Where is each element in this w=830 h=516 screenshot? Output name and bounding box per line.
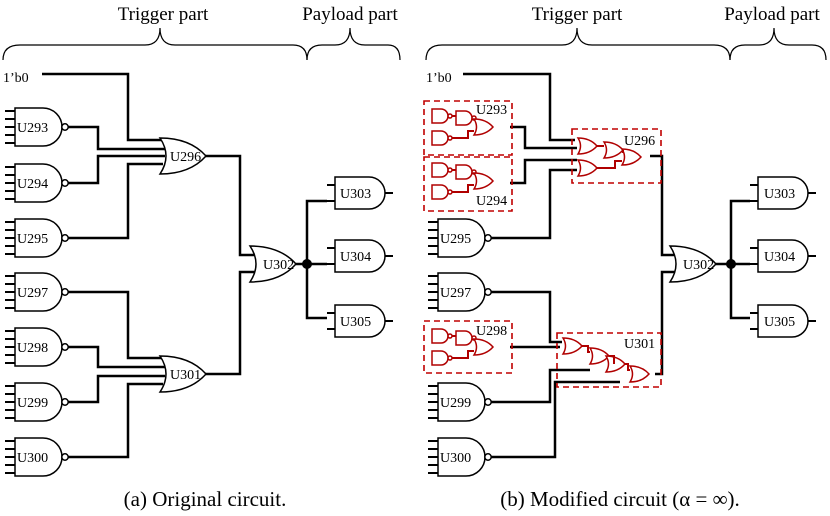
- box-u298: [423, 320, 513, 374]
- u298-decomposed: [431, 328, 494, 366]
- gate-u293-a: U293: [17, 121, 48, 136]
- header-left: Trigger part Payload part: [2, 4, 401, 61]
- payload-part-label-b: Payload part: [724, 4, 820, 25]
- payload-part-label-a: Payload part: [302, 4, 398, 25]
- junction-dot-b: [726, 259, 736, 269]
- gate-u298-b: U298: [476, 324, 507, 339]
- gate-u296-a: U296: [170, 150, 201, 165]
- gate-u300-a: U300: [17, 451, 48, 466]
- const-input-b: 1’b0: [426, 71, 452, 86]
- payload-brace-b: [729, 27, 827, 61]
- panel-a-circuit: 1’b0 U293 U294 U295 U297 U298: [3, 71, 394, 477]
- trigger-brace-a: [2, 27, 308, 61]
- gate-u304-b: U304: [764, 250, 795, 265]
- panel-b-circuit: 1’b0: [423, 71, 817, 477]
- trigger-part-label-b: Trigger part: [532, 4, 623, 25]
- u296-decomposed: [577, 137, 642, 177]
- trigger-brace-b: [425, 27, 731, 61]
- gate-u305-a: U305: [340, 315, 371, 330]
- u301-decomposed: [562, 337, 650, 383]
- gate-u302-a: U302: [263, 258, 294, 273]
- gate-u296-b: U296: [624, 134, 655, 149]
- header-right: Trigger part Payload part: [425, 4, 827, 61]
- box-u293: [423, 100, 513, 156]
- gate-u300-b: U300: [440, 451, 471, 466]
- u293-decomposed: [431, 108, 494, 146]
- caption-a: (a) Original circuit.: [124, 487, 287, 511]
- box-u294: [423, 156, 513, 212]
- u294-decomposed: [431, 162, 494, 200]
- gate-u297-a: U297: [17, 286, 48, 301]
- gate-u298-a: U298: [17, 341, 48, 356]
- trigger-part-label-a: Trigger part: [118, 4, 209, 25]
- box-u301: [556, 332, 662, 388]
- gate-u295-a: U295: [17, 232, 48, 247]
- gate-u297-b: U297: [440, 286, 471, 301]
- gate-u304-a: U304: [340, 250, 371, 265]
- gate-u294-a: U294: [17, 177, 48, 192]
- gate-u301-a: U301: [170, 368, 201, 383]
- gate-u293-b: U293: [476, 103, 507, 118]
- box-u296: [571, 128, 662, 184]
- gate-u299-a: U299: [17, 396, 48, 411]
- gate-u299-b: U299: [440, 396, 471, 411]
- gate-u303-b: U303: [764, 187, 795, 202]
- caption-b: (b) Modified circuit (α = ∞).: [500, 487, 740, 511]
- gate-u305-b: U305: [764, 315, 795, 330]
- payload-brace-a: [306, 27, 401, 61]
- gate-u301-b: U301: [624, 337, 655, 352]
- const-input-a: 1’b0: [3, 71, 29, 86]
- gate-u302-b: U302: [683, 258, 714, 273]
- gate-u303-a: U303: [340, 187, 371, 202]
- gate-u295-b: U295: [440, 232, 471, 247]
- junction-dot-a: [302, 259, 312, 269]
- gate-u294-b: U294: [476, 194, 507, 209]
